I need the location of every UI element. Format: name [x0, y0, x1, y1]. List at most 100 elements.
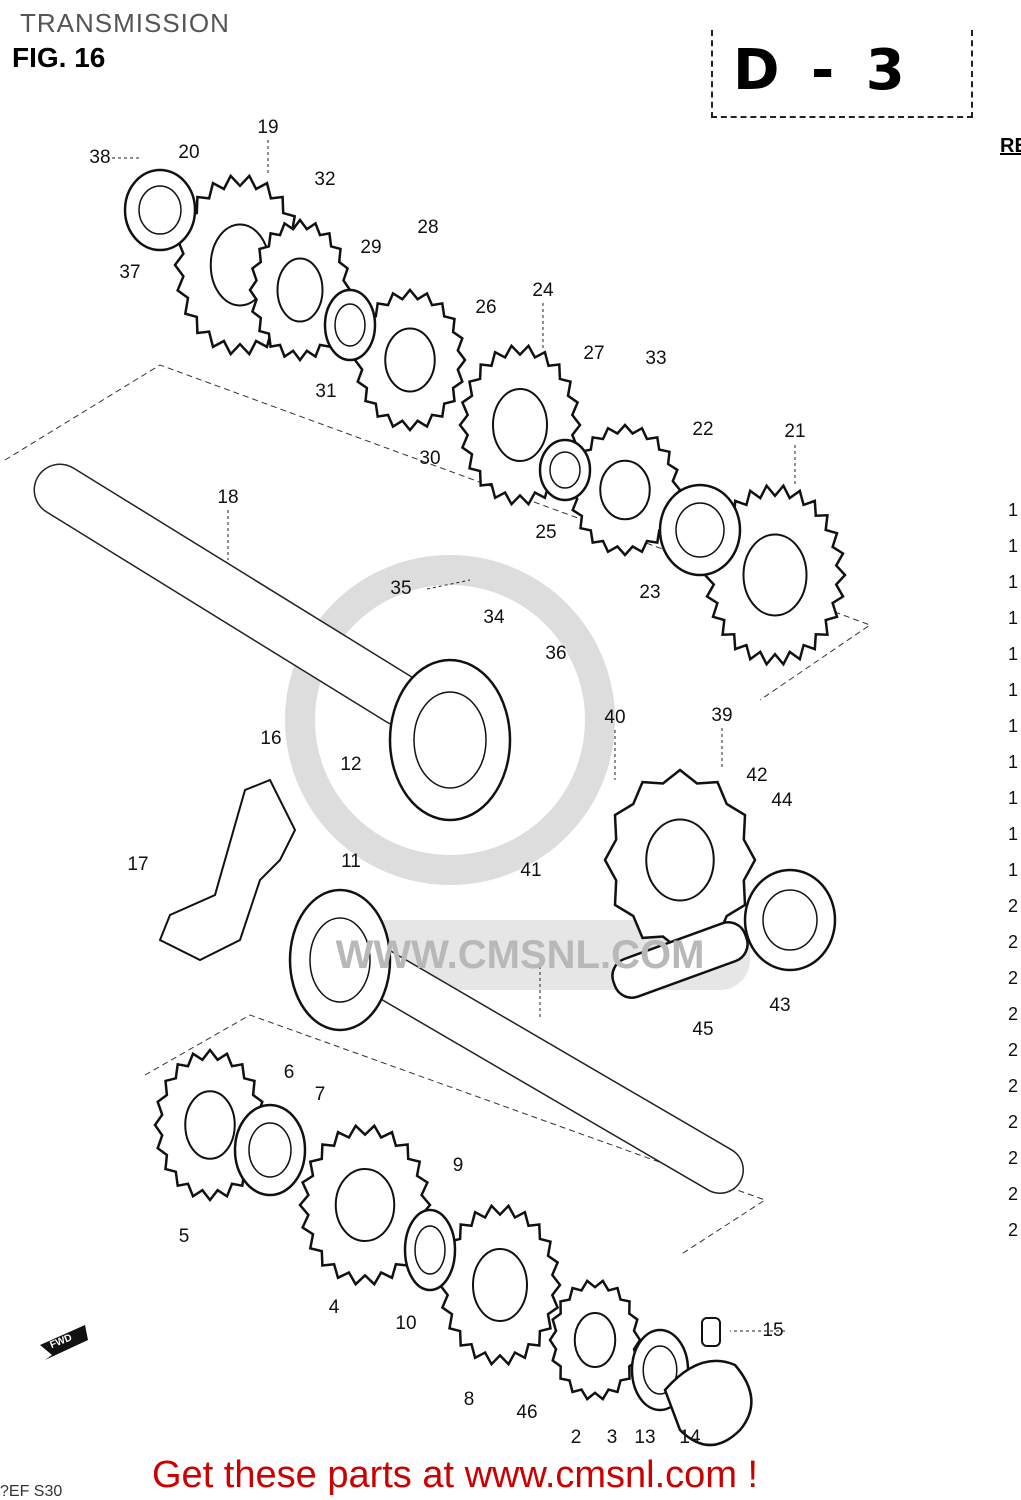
washer-13-inner [642, 1345, 678, 1395]
callout-14: 14 [679, 1427, 701, 1448]
callout-36: 36 [545, 643, 567, 664]
callout-19: 19 [257, 117, 279, 138]
sprocket-39-bore [645, 818, 715, 902]
edge-fragment: 2 [1008, 1112, 1019, 1132]
callout-30: 30 [419, 448, 441, 469]
chain-45 [611, 921, 749, 999]
bushing-22-inner [675, 502, 725, 558]
callout-33: 33 [645, 348, 667, 369]
edge-fragment: 2 [1008, 1076, 1019, 1096]
callout-6: 6 [283, 1062, 295, 1083]
gear-21-bore [742, 533, 808, 617]
callout-25: 25 [535, 522, 557, 543]
cmsnl-link[interactable]: Get these parts at www.cmsnl.com ! [152, 1454, 759, 1496]
countershaft-outline [4, 364, 872, 701]
gear-8 [438, 1203, 562, 1367]
watermark-text: WWW.CMSNL.COM [336, 933, 705, 977]
callout-18: 18 [217, 487, 239, 508]
callout-26: 26 [475, 297, 497, 318]
gear-5-bore [184, 1090, 236, 1160]
callout-40: 40 [604, 707, 626, 728]
countershaft-fill [35, 465, 425, 725]
driveshaft-outline [144, 1014, 767, 1256]
edge-fragment: 1 [1008, 644, 1019, 664]
section-box [711, 30, 973, 118]
edge-fragment: 2 [1008, 1040, 1019, 1060]
callout-32: 32 [314, 169, 336, 190]
seal-retainer-16 [158, 778, 297, 962]
washer-7 [233, 1103, 307, 1197]
watermark-ring [285, 555, 615, 885]
callout-16: 16 [260, 728, 282, 749]
edge-fragment: 1 [1008, 788, 1019, 808]
bushing-37 [123, 168, 197, 252]
callout-38: 38 [89, 147, 111, 168]
edge-fragment: 2 [1008, 1220, 1019, 1240]
washer-25 [538, 438, 592, 502]
callout-15: 15 [762, 1320, 784, 1341]
gear-2 [548, 1279, 642, 1401]
edge-fragment: 1 [1008, 716, 1019, 736]
nut-43-inner [762, 889, 818, 951]
gear-8-bore [472, 1248, 528, 1322]
page-code: ?EF S30 [0, 1483, 63, 1500]
callout-10: 10 [395, 1313, 417, 1334]
edge-fragment: 1 [1008, 536, 1019, 556]
callout-34: 34 [483, 607, 505, 628]
washer-7-inner [248, 1122, 292, 1178]
callout-31: 31 [315, 381, 337, 402]
bearing-36 [388, 658, 512, 822]
callout-2: 2 [570, 1427, 582, 1448]
diagram-title: TRANSMISSION [20, 8, 230, 38]
callout-11: 11 [341, 851, 361, 872]
pin-15 [701, 1317, 721, 1347]
driveshaft-fill [337, 937, 743, 1193]
gear-32-bore [276, 257, 324, 323]
callout-41: 41 [520, 860, 542, 881]
edge-fragment: 1 [1008, 824, 1019, 844]
edge-fragment: 1 [1008, 500, 1019, 520]
bushing-22 [658, 483, 742, 577]
callout-45: 45 [692, 1019, 714, 1040]
washer-25-inner [549, 451, 581, 489]
callout-37: 37 [119, 262, 141, 283]
callout-21: 21 [784, 421, 806, 442]
edge-fragment: 2 [1008, 968, 1019, 988]
callout-46: 46 [516, 1402, 538, 1423]
callout-35: 35 [390, 578, 412, 599]
callout-29: 29 [360, 237, 382, 258]
edge-fragment: 1 [1008, 752, 1019, 772]
gear-24-bore [492, 388, 548, 462]
washer-10 [403, 1208, 457, 1292]
callout-24: 24 [532, 280, 554, 301]
callout-8: 8 [463, 1389, 475, 1410]
gear-28-bore [384, 327, 436, 393]
callout-43: 43 [769, 995, 791, 1016]
cam-end-14 [663, 1359, 753, 1447]
edge-fragment: 2 [1008, 1148, 1019, 1168]
callout-17: 17 [127, 854, 149, 875]
edge-fragment: 2 [1008, 896, 1019, 916]
edge-fragment: 1 [1008, 608, 1019, 628]
callout-42: 42 [746, 765, 768, 786]
callout-9: 9 [452, 1155, 464, 1176]
nut-43 [743, 868, 837, 972]
gear-4-bore [334, 1168, 396, 1242]
edge-fragment: 1 [1008, 572, 1019, 592]
callout-22: 22 [692, 419, 714, 440]
edge-fragment: 1 [1008, 860, 1019, 880]
edge-fragment: 2 [1008, 1184, 1019, 1204]
callout-20: 20 [178, 142, 200, 163]
callout-44: 44 [771, 790, 793, 811]
callout-5: 5 [178, 1226, 190, 1247]
callout-13: 13 [634, 1427, 656, 1448]
bearing-11 [288, 888, 392, 1032]
edge-fragment: 2 [1008, 932, 1019, 952]
section-code: D - 3 [733, 38, 911, 103]
callout-12: 12 [340, 754, 362, 775]
ref-fragment: RE [1000, 135, 1021, 157]
callout-39: 39 [711, 705, 733, 726]
bearing-36-inner [413, 691, 487, 789]
callout-3: 3 [606, 1427, 618, 1448]
